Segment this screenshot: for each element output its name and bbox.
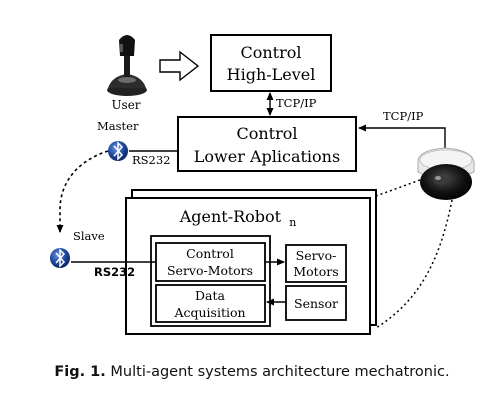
data-acquisition-line2: Acquisition [173,305,245,320]
agent-robot-title-text: Agent-Robot [179,207,282,226]
control-high-level-line2: High-Level [227,65,316,84]
control-lower-line2: Lower Aplications [194,147,340,166]
control-servo-box [155,242,266,282]
tcpip-camera-link [358,124,446,148]
agent-robot-subscript: n [289,216,296,229]
slave-bluetooth-icon [50,248,70,268]
agent-robot-title: Agent-Robot n [179,207,297,229]
camera-dotted-ray-top [375,179,421,197]
control-lower-box [177,116,357,172]
figure-caption-label: Fig. 1. [54,364,106,380]
master-bluetooth-icon [108,141,128,161]
rs232-master-label: RS232 [132,153,171,167]
servo-motors-line1: Servo- [296,248,337,263]
tcpip-vertical-label: TCP/IP [276,96,317,110]
user-label: User [111,98,140,112]
figure-caption-text: Multi-agent systems architecture mechatr… [110,364,450,380]
control-lower-line1: Control [236,124,297,143]
sensor-box [285,285,347,321]
dome-camera-icon [417,147,475,200]
master-label: Master [97,119,139,133]
sensor-label: Sensor [294,296,338,311]
rs232-slave-label: RS232 [94,265,135,279]
servo-motors-box [285,244,347,283]
control-high-level-line1: Control [240,43,301,62]
figure-caption: Fig. 1. Multi-agent systems architecture… [0,364,504,380]
control-servo-line2: Servo-Motors [167,263,253,278]
master-slave-dotted-link [56,150,109,233]
camera-dotted-ray-bottom [375,199,453,329]
servo-motors-line2: Motors [293,264,338,279]
control-servo-line1: Control [186,246,234,261]
joystick-icon [107,35,147,96]
data-acquisition-line1: Data [195,288,225,303]
control-high-level-box [210,34,332,92]
slave-label: Slave [73,229,105,243]
user-to-highlevel-arrow [159,50,200,82]
data-acquisition-box [155,284,266,323]
tcpip-camera-label: TCP/IP [383,109,424,123]
